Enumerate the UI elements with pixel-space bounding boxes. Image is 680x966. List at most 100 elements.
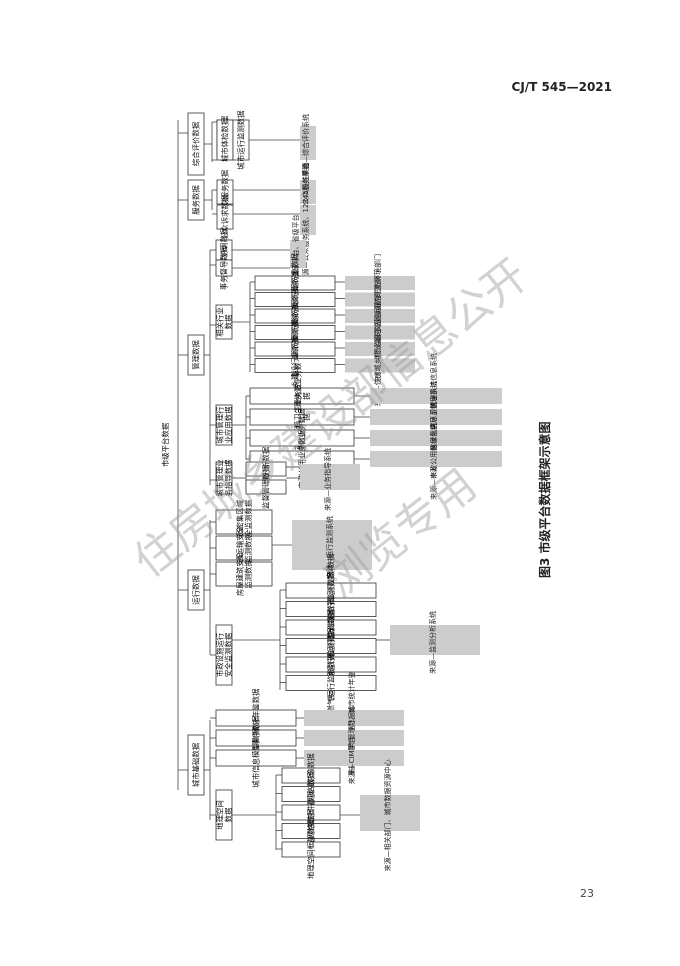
source-geospatial-bg (360, 795, 420, 831)
node-industry-1-label: 生态环境行业数据 (291, 253, 300, 313)
source-basic-1-bg (304, 710, 404, 726)
node-public-appeal-data-frame (216, 204, 234, 230)
source-application-3: 来源—园林绿化信息系统 (370, 402, 502, 479)
category-management-data: 管理数据 (187, 334, 205, 376)
node-geo-4-label: 单元网格数据 (307, 808, 316, 853)
source-application-1-bg (370, 388, 502, 404)
node-industry-6-label: 城乡建设行业数据 (291, 335, 300, 395)
source-industry-5-text: 来源—市场监管部门 (373, 320, 382, 383)
source-application-3-bg (370, 430, 502, 446)
node-geo-1-label: 地图影像数据 (307, 753, 316, 798)
source-industry-3-text: 来源—交通运输部门 (373, 287, 382, 350)
source-comprehensive-text: 来源—综合评价系统 (301, 114, 310, 177)
node-industry-1-frame (254, 275, 336, 291)
node-public-service-data: 公众服务数据 (216, 169, 234, 214)
category-operation-data: 运行数据 (187, 569, 205, 611)
source-application-1: 来源—城市管理执法信息系统 (370, 353, 502, 444)
node-municipal-3-label: 桥梁运行监测数据 (327, 597, 336, 657)
node-geo-3-frame (281, 804, 341, 821)
source-basic-1-text: 来源—统计部门、城市统计年鉴 (347, 671, 356, 769)
source-public-service: 来源—公众服务系统 (300, 163, 316, 226)
node-municipal-4-label: 排水管网运行监测数据 (327, 608, 336, 683)
node-geo-5: 地理空间框架数据 (281, 819, 341, 879)
category-comprehensive-evaluation-label: 综合评价数据 (192, 121, 201, 166)
source-application-4: 来源—市政公用信息系统 (370, 423, 502, 500)
source-industry-4-bg (345, 325, 415, 340)
node-municipal-facilities: 市政设施运行安全监测数据 (215, 624, 233, 686)
category-management-data-label: 管理数据 (192, 340, 201, 370)
node-statistical-analysis-frame (245, 461, 287, 477)
source-operation-text: 来源—运行监测系统 (325, 516, 334, 579)
node-industry-2-label: 自然资源行业数据 (291, 269, 300, 329)
source-public-appeal: 来源—公众服务系统、12345热线平台 (300, 162, 316, 283)
node-application-4-label: 市政公用业务数据 (298, 429, 307, 489)
node-municipal-facilities-label: 市政设施运行安全监测数据 (215, 632, 232, 677)
node-industry-5: 市场监管行业数据 (254, 319, 336, 379)
node-city-operation-monitoring-data: 城市运行监测数据 (232, 110, 250, 170)
source-basic-3-bg (304, 750, 404, 766)
node-municipal-2-frame (285, 601, 377, 617)
node-statistical-analysis-label: 统计分析数据 (262, 446, 271, 491)
source-application-2-text: 来源—市容环卫信息系统 (429, 381, 438, 458)
category-service-data-label: 服务数据 (192, 185, 201, 215)
node-municipal-4: 排水管网运行监测数据 (285, 608, 377, 683)
node-related-industry-data: 相关行业数据 (215, 304, 233, 340)
category-operation-data-label: 运行数据 (192, 575, 201, 605)
source-basic-3-text: 来源—CIM平台 (347, 736, 356, 784)
node-city-management-application-label: 城市管理行业应用数据 (215, 406, 232, 444)
node-command-coordination-label: 指挥协调数据 (220, 227, 229, 272)
source-industry-4-text: 来源—公安交管部门 (373, 303, 382, 366)
node-industry-4-frame (254, 325, 336, 340)
node-municipal-5-label: 供水管网运行监测数据 (327, 627, 336, 702)
node-city-management-application: 城市管理行业应用数据 (215, 404, 233, 446)
source-industry-6-text: 来源—住房城乡建设部门 (373, 329, 382, 406)
node-operation-3: 房屋建筑安全监测数据 (215, 551, 273, 596)
source-guidance-bg (300, 464, 360, 490)
source-application-3-text: 来源—园林绿化信息系统 (429, 402, 438, 479)
source-geospatial: 来源—相关部门、城市数据资源中心 (360, 759, 420, 871)
node-geo-4-frame (281, 823, 341, 839)
node-public-service-data-frame (216, 179, 234, 205)
node-business-guidance-label: 城市管理业务指导数据 (215, 459, 232, 497)
node-application-3-label: 园林绿化业务数据 (298, 408, 307, 468)
node-municipal-5: 供水管网运行监测数据 (285, 627, 377, 702)
source-basic-2: 来源—城市管理数据库 (304, 705, 404, 775)
node-supervision-management-frame (245, 479, 287, 495)
source-industry-3-bg (345, 309, 415, 323)
node-basic-2-label: 部件事件数据 (252, 715, 261, 760)
standard-code: CJ/T 545—2021 (511, 80, 612, 94)
node-geo-1: 地图影像数据 (281, 753, 341, 798)
node-city-checkup-data-label: 城市体检数据 (221, 117, 230, 162)
source-comprehensive-bg (300, 126, 316, 160)
category-city-basic-data: 城市基础数据 (187, 734, 205, 796)
source-comprehensive: 来源—综合评价系统 (300, 114, 316, 177)
source-industry-2-bg (345, 292, 415, 307)
page-number: 23 (580, 887, 594, 900)
source-command-bg (290, 240, 306, 268)
node-application-1: 城市管理执法业务数据 (249, 362, 355, 429)
source-guidance-text: 来源—业务指导系统 (323, 448, 332, 511)
source-public-appeal-text: 来源—公众服务系统、12345热线平台 (301, 162, 310, 282)
source-command: 来源—国家平台、省级平台 (290, 214, 306, 298)
source-public-appeal-bg (300, 205, 316, 235)
node-municipal-2: 供热管网运行监测数据 (285, 571, 377, 646)
source-municipal-text: 来源—监测分析系统 (428, 611, 437, 674)
source-basic-2-bg (304, 730, 404, 746)
source-application-2-bg (370, 409, 502, 425)
node-municipal-3-frame (285, 619, 377, 636)
source-public-service-bg (300, 180, 316, 204)
source-industry-6: 来源—住房城乡建设部门 (345, 329, 415, 406)
node-municipal-4-frame (285, 638, 377, 654)
node-city-checkup-data: 城市体检数据 (216, 117, 234, 162)
source-industry-4: 来源—公安交管部门 (345, 303, 415, 366)
source-operation-bg (292, 520, 372, 570)
node-geospatial-data: 地理空间数据 (215, 789, 233, 841)
node-industry-2: 自然资源行业数据 (254, 269, 336, 329)
source-industry-1-text: 来源—生态环境部门 (373, 254, 382, 317)
source-industry-3: 来源—交通运输部门 (345, 287, 415, 350)
node-municipal-facilities-frame (215, 624, 233, 686)
node-municipal-5-frame (285, 656, 377, 673)
node-industry-2-frame (254, 292, 336, 307)
node-geo-3-label: 管理部件数据 (307, 790, 316, 835)
node-municipal-1-frame (285, 582, 377, 599)
